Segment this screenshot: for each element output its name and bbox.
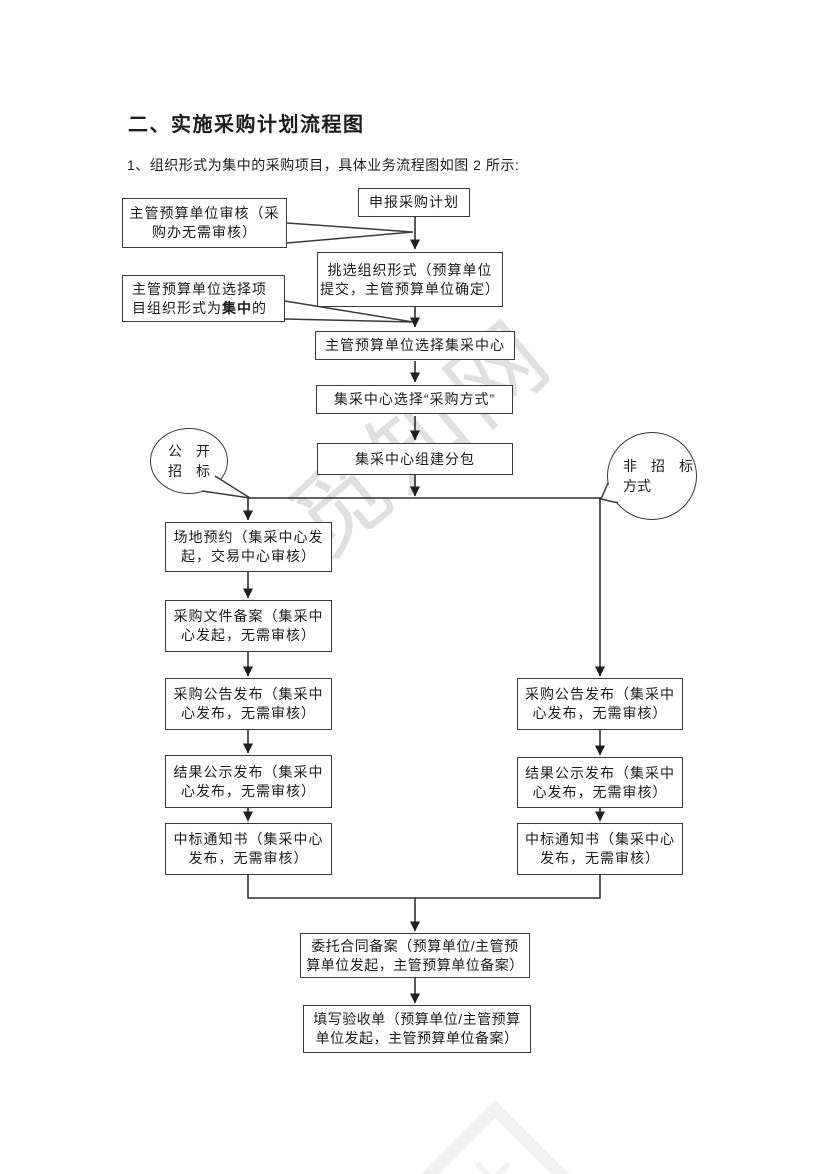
flow-node-acceptance-form: 填写验收单（预算单位/主管预算 单位发起，主管预算单位备案） — [303, 1005, 531, 1053]
doc-subtitle: 1、组织形式为集中的采购项目，具体业务流程图如图 2 所示: — [127, 157, 520, 173]
flow-node-pick-org-form: 挑选组织形式（预算单位 提交，主管预算单位确定） — [317, 252, 503, 307]
decision-non-tender: 非 招 标 方式 — [607, 432, 697, 520]
flow-node-contract-filing: 委托合同备案（预算单位/主管预 算单位发起，主管预算单位备案） — [300, 933, 530, 978]
callout-text-segment: 的 — [252, 300, 267, 316]
flow-node-result-publish-right: 结果公示发布（集采中 心发布，无需审核） — [517, 757, 683, 808]
flow-node-declare-plan: 申报采购计划 — [358, 188, 470, 217]
flow-node-award-notice-right: 中标通知书（集采中心 发布，无需审核） — [517, 823, 683, 875]
flow-node-doc-filing: 采购文件备案（集采中 心发起，无需审核） — [165, 600, 332, 652]
watermark-bottom: ✕ — [398, 1099, 592, 1174]
callout-text-bold: 集中 — [222, 300, 252, 316]
flow-node-notice-publish-right: 采购公告发布（集采中 心发布，无需审核） — [517, 678, 683, 730]
flow-node-select-method: 集采中心选择“采购方式” — [316, 385, 513, 414]
flow-node-result-publish-left: 结果公示发布（集采中 心发布，无需审核） — [165, 755, 332, 808]
watermark-x-glyph: ✕ — [467, 1148, 519, 1174]
flow-node-select-center: 主管预算单位选择集采中心 — [315, 331, 515, 360]
callout-centralized-note: 主管预算单位选择项 目组织形式为集中的 — [122, 275, 285, 322]
flow-node-create-package: 集采中心组建分包 — [317, 443, 513, 475]
decision-open-tender: 公 开 招 标 — [150, 428, 228, 494]
flow-node-award-notice-left: 中标通知书（集采中心 发布，无需审核） — [165, 823, 332, 875]
flow-node-notice-publish-left: 采购公告发布（集采中 心发布，无需审核） — [165, 678, 332, 730]
callout-text-segment: 主管预算单位选择项 目组织形式为 — [132, 281, 267, 316]
callout-review-note: 主管预算单位审核（采 购办无需审核） — [122, 198, 287, 248]
doc-title: 二、实施采购计划流程图 — [128, 114, 365, 136]
flow-node-site-booking: 场地预约（集采中心发 起，交易中心审核） — [165, 522, 332, 572]
